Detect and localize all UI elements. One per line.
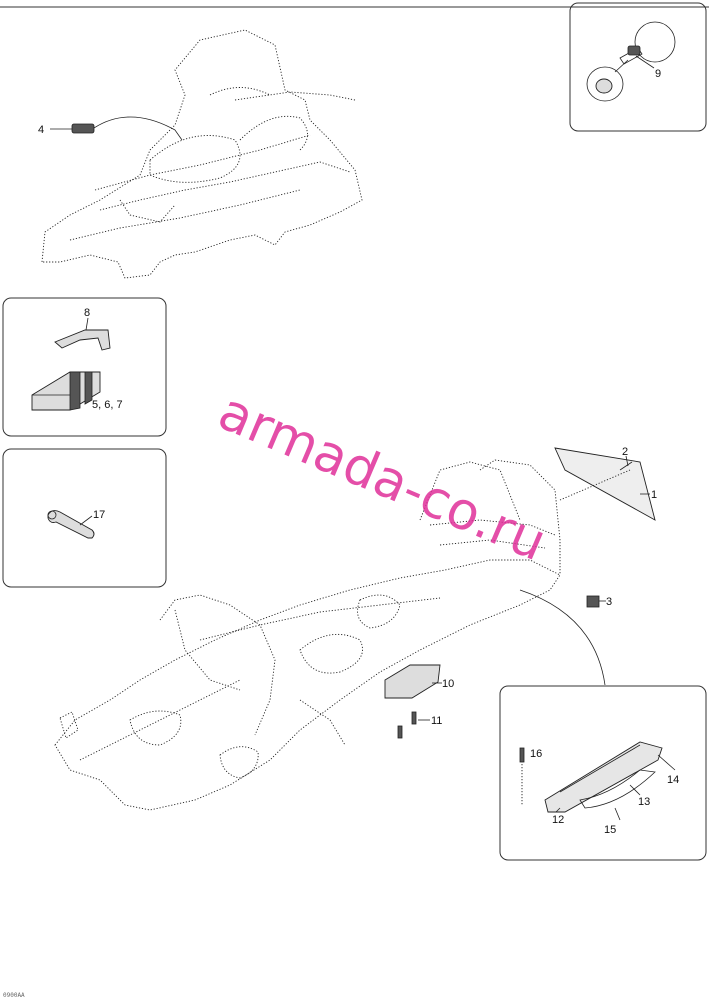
callout-9: 9 — [655, 68, 661, 80]
callout-12: 12 — [552, 814, 564, 826]
callout-5-6-7: 5, 6, 7 — [92, 399, 123, 411]
part-2-screw: 2 — [619, 446, 633, 471]
callout-13: 13 — [638, 796, 650, 808]
callout-11: 11 — [431, 715, 442, 727]
inset-box-parts-5-8: 8 5, 6, 7 — [2, 297, 167, 437]
chassis-frame-outline — [54, 459, 561, 811]
callout-2: 2 — [622, 446, 628, 458]
part-3-decal: 3 — [519, 589, 612, 686]
callout-8: 8 — [84, 307, 90, 319]
callout-17: 17 — [93, 509, 105, 521]
callout-16: 16 — [530, 748, 542, 760]
inset-box-parts-12-16: 16 14 13 12 15 — [499, 685, 707, 861]
callout-15: 15 — [604, 824, 616, 836]
inset-box-part-9: 9 — [569, 2, 707, 132]
footer-code: 0900AA — [3, 992, 25, 999]
callout-10: 10 — [442, 678, 454, 690]
part-11-screws: 11 — [397, 711, 442, 739]
snowmobile-body-outline — [41, 29, 363, 279]
part-10-pad: 10 — [384, 664, 454, 699]
callout-14: 14 — [667, 774, 679, 786]
inset-box-part-17: 17 — [2, 448, 167, 588]
callout-1: 1 — [651, 489, 657, 501]
callout-4: 4 — [38, 124, 44, 136]
part-1-snowflap: 1 — [554, 447, 657, 521]
part-4-decal: 4 — [38, 116, 183, 141]
callout-3: 3 — [606, 596, 612, 608]
